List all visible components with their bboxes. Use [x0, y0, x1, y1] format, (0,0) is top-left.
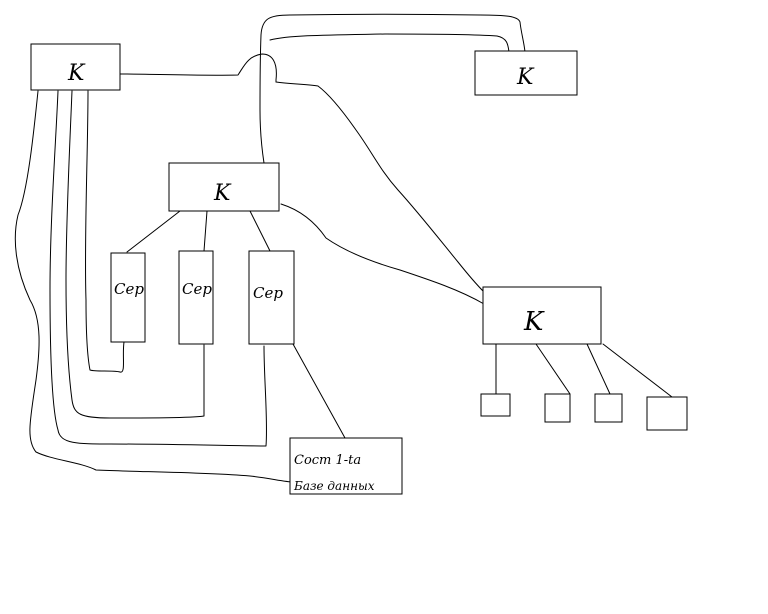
database-label-line1: Сост 1-ta [294, 453, 361, 468]
server-node-s3: Сер [248, 250, 295, 345]
edge-k4-t4 [602, 343, 673, 398]
switch-node-k1: K [30, 43, 121, 91]
edge-k3-s1 [126, 210, 181, 253]
switch-node-k3: K [168, 162, 280, 212]
terminal-node-t1 [480, 393, 511, 417]
edge-k2-left [269, 33, 510, 53]
node-label: K [213, 181, 232, 206]
edge-k1-s1 [84, 90, 125, 373]
edge-k3-s2 [203, 210, 208, 252]
edge-k1-k3 [119, 53, 277, 83]
edge-k1-s2 [65, 90, 205, 419]
edge-k1-db [14, 90, 295, 483]
terminal-node-t3 [594, 393, 623, 423]
edge-k4-t2 [535, 343, 571, 395]
node-label: K [67, 61, 86, 86]
switch-node-k4: K [482, 286, 602, 345]
terminal-node-t2 [544, 393, 571, 423]
server-node-s1: Сер [110, 252, 146, 343]
edge-k1-s3 [49, 90, 268, 447]
edge-k3-s3 [249, 210, 271, 252]
edge-k1-k4 [275, 81, 485, 293]
edge-k4-t3 [586, 343, 611, 395]
server-node-s2: Сер [178, 250, 214, 345]
terminal-node-t4 [646, 396, 688, 431]
node-label: Сер [253, 284, 283, 302]
node-label: Сер [182, 280, 212, 298]
edge-s3-db [292, 343, 346, 439]
database-node: Сост 1-ta Базе данных [289, 437, 403, 495]
edge-k3-up [259, 13, 526, 164]
switch-node-k2: K [474, 50, 578, 96]
node-label: K [516, 65, 535, 90]
node-label: Сер [114, 280, 144, 298]
edge-k3-k4 [280, 203, 485, 305]
database-label-line2: Базе данных [293, 479, 375, 493]
node-label: K [523, 307, 545, 337]
